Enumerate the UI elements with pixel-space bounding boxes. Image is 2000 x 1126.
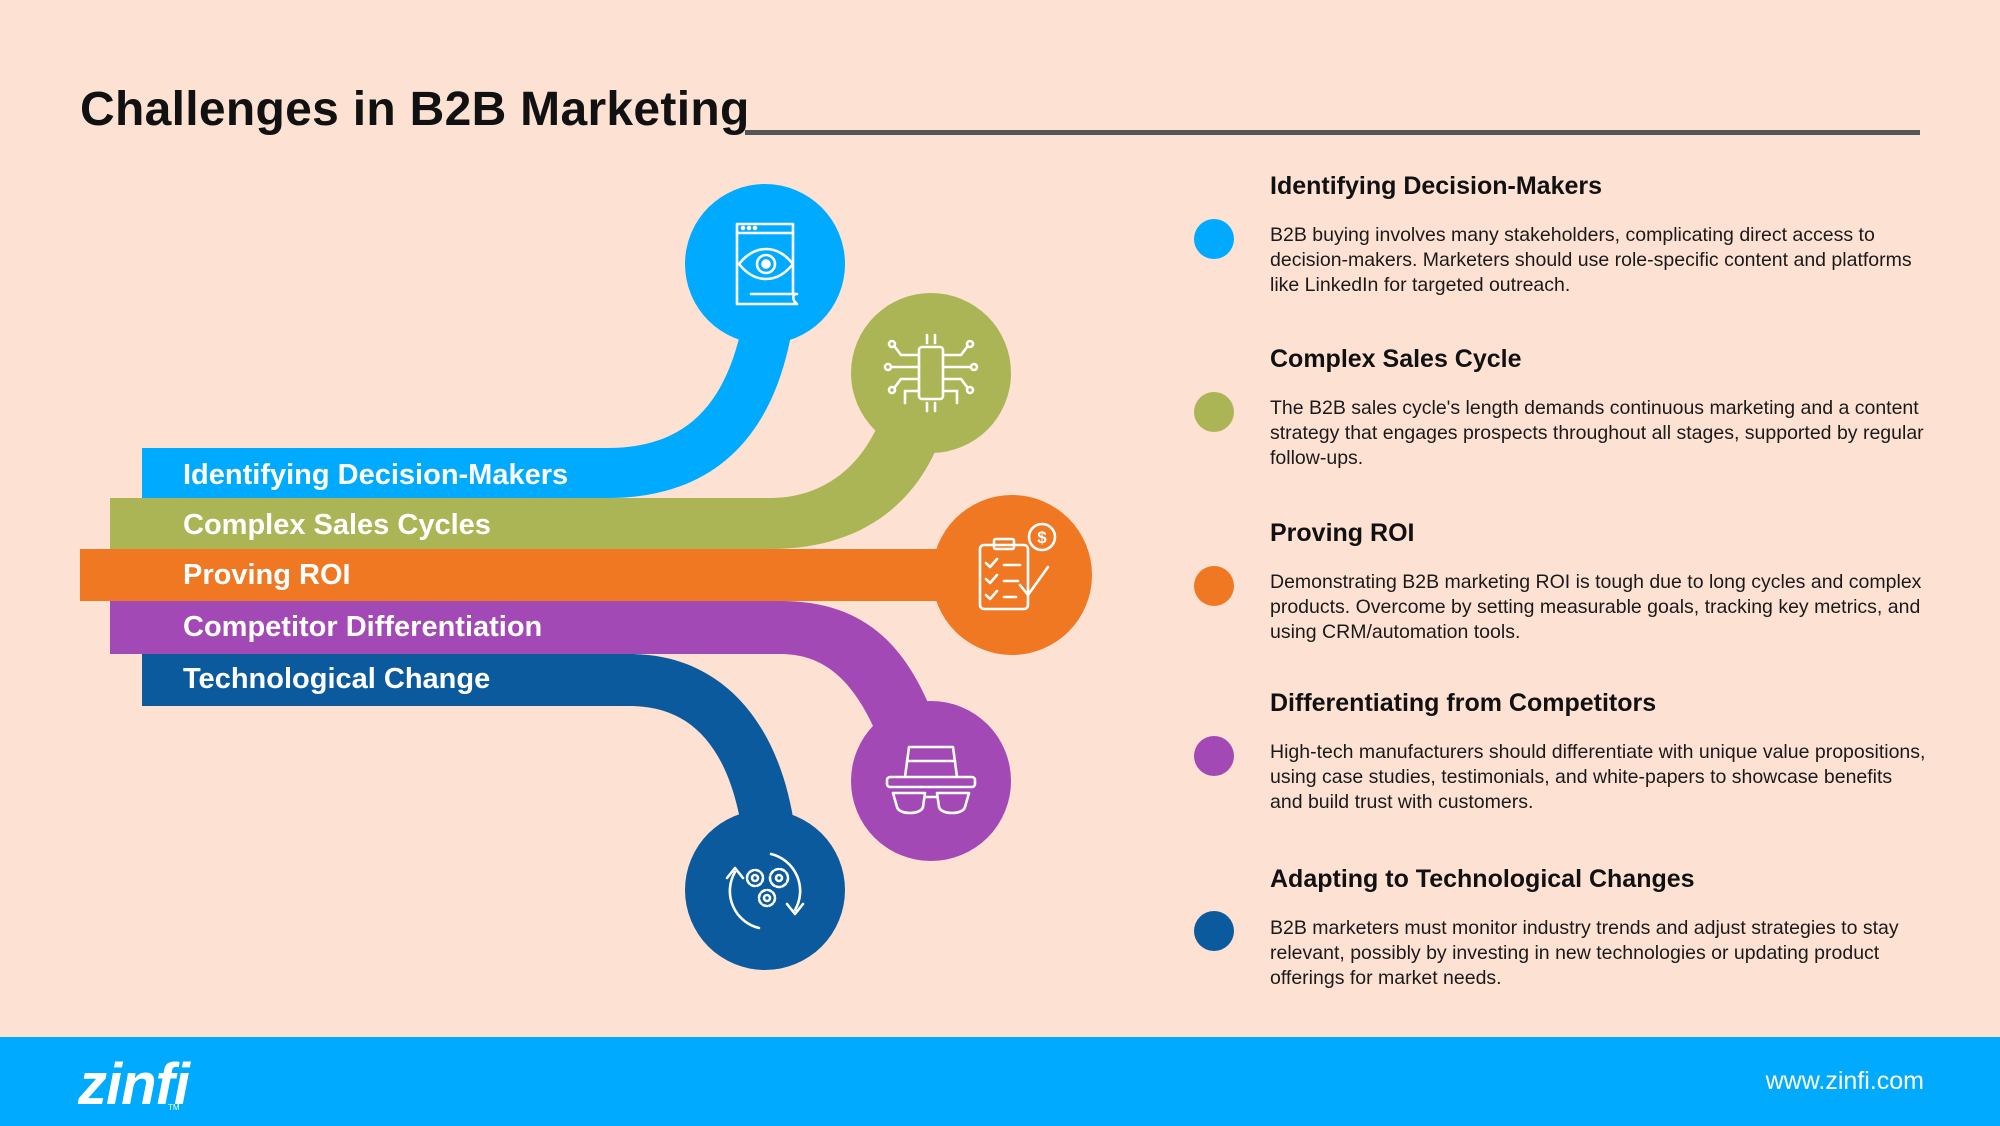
item-heading: Proving ROI: [1270, 519, 1415, 547]
item-differentiating-from-competitors: Differentiating from Competitors High-te…: [1270, 689, 1930, 815]
footer-bar: zinfi TM www.zinfi.com: [0, 1037, 2000, 1126]
bullet-dot-proving-roi: [1194, 566, 1234, 606]
page-title: Challenges in B2B Marketing: [80, 83, 750, 136]
title-underline: [745, 130, 1920, 135]
item-heading: Complex Sales Cycle: [1270, 345, 1522, 373]
item-heading: Adapting to Technological Changes: [1270, 865, 1695, 893]
challenges-diagram: $ Identifying Decision-Makers Complex Sa…: [80, 184, 1092, 970]
item-complex-sales-cycle: Complex Sales Cycle The B2B sales cycle'…: [1270, 345, 1930, 471]
band-label-proving-roi: Proving ROI: [183, 559, 351, 591]
zinfi-logo[interactable]: zinfi: [78, 1052, 190, 1117]
item-proving-roi: Proving ROI Demonstrating B2B marketing …: [1270, 519, 1930, 645]
item-body: The B2B sales cycle's length demands con…: [1270, 397, 1924, 469]
item-body: B2B buying involves many stakeholders, c…: [1270, 224, 1912, 296]
bullet-dot-complex-sales-cycle: [1194, 392, 1234, 432]
browser-eye-icon: [735, 222, 799, 306]
item-heading: Identifying Decision-Makers: [1270, 172, 1603, 200]
svg-text:$: $: [1037, 528, 1047, 547]
item-body: High-tech manufacturers should different…: [1270, 741, 1926, 813]
band-label-technological-change: Technological Change: [183, 663, 490, 695]
item-body: B2B marketers must monitor industry tren…: [1270, 917, 1899, 989]
bullet-dot-differentiating-from-competitors: [1194, 736, 1234, 776]
bullet-dot-adapting-to-technological-changes: [1194, 911, 1234, 951]
item-adapting-to-technological-changes: Adapting to Technological Changes B2B ma…: [1270, 865, 1930, 991]
band-label-complex-sales-cycles: Complex Sales Cycles: [183, 509, 491, 541]
logo-trademark: TM: [168, 1103, 180, 1112]
checklist-dollar-icon: $: [978, 522, 1057, 611]
incognito-hat-glasses-icon: [885, 745, 977, 815]
item-heading: Differentiating from Competitors: [1270, 689, 1657, 717]
band-technological-change: [142, 654, 795, 830]
bullet-dot-identifying-decision-makers: [1194, 219, 1234, 259]
circle-complex-sales-cycles: [851, 293, 1011, 453]
item-identifying-decision-makers: Identifying Decision-Makers B2B buying i…: [1270, 172, 1930, 298]
circle-competitor-differentiation: [851, 701, 1011, 861]
band-complex-sales-cycles: [110, 420, 940, 549]
circuit-chip-icon: [883, 333, 979, 413]
band-competitor-differentiation: [110, 601, 935, 730]
circle-proving-roi: [932, 495, 1092, 655]
gears-cycle-icon: [725, 852, 805, 930]
band-identifying-decision-makers: [142, 310, 795, 498]
item-body: Demonstrating B2B marketing ROI is tough…: [1270, 571, 1922, 643]
band-label-competitor-differentiation: Competitor Differentiation: [183, 611, 542, 643]
website-link[interactable]: www.zinfi.com: [1765, 1067, 1924, 1095]
band-proving-roi: [80, 549, 1040, 601]
band-label-identifying-decision-makers: Identifying Decision-Makers: [183, 459, 568, 491]
